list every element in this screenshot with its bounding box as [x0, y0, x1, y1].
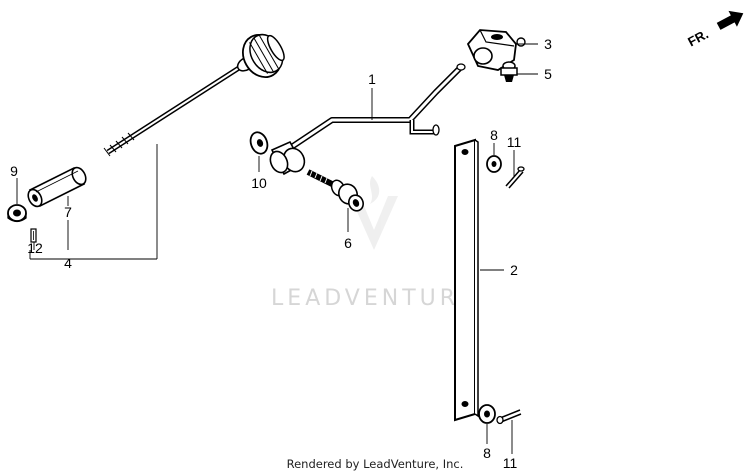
callout-8-upper: 8 [490, 127, 498, 143]
callout-12: 12 [27, 240, 43, 256]
callout-5: 5 [544, 66, 552, 82]
part-5-ball-stud [500, 61, 518, 82]
part-1-shift-rod [269, 63, 466, 176]
leader-lines [16, 43, 538, 454]
watermark-text: LEADVENTURE [271, 286, 477, 311]
part-11-cotter-pin-upper [505, 166, 525, 189]
part-6-pivot-bolt [306, 169, 364, 212]
callout-11-upper: 11 [507, 134, 522, 150]
callout-3: 3 [544, 36, 552, 52]
part-4-knob-rod [103, 33, 285, 157]
part-7-sleeve [27, 166, 87, 208]
callout-4: 4 [64, 255, 72, 271]
callout-8-lower: 8 [483, 445, 491, 461]
part-8-washer-lower [478, 404, 496, 424]
part-2-link-plate [454, 138, 479, 422]
watermark-logo [350, 176, 398, 250]
callout-11-lower: 11 [503, 455, 518, 471]
callout-9: 9 [10, 163, 18, 179]
part-9-nut [7, 204, 27, 223]
part-10-washer [249, 131, 269, 155]
part-8-washer-upper [486, 155, 502, 173]
callout-1: 1 [368, 71, 376, 87]
front-direction-arrow: FR. [685, 10, 744, 49]
footer-credit: Rendered by LeadVenture, Inc. [287, 457, 464, 471]
direction-label: FR. [685, 26, 711, 49]
callout-7: 7 [64, 204, 72, 220]
callout-10: 10 [251, 175, 267, 191]
callout-2: 2 [510, 262, 518, 278]
part-3-joint-block [466, 29, 526, 71]
part-12-pin [30, 228, 37, 243]
part-11-cotter-pin-lower [496, 409, 522, 425]
callout-6: 6 [344, 235, 352, 251]
